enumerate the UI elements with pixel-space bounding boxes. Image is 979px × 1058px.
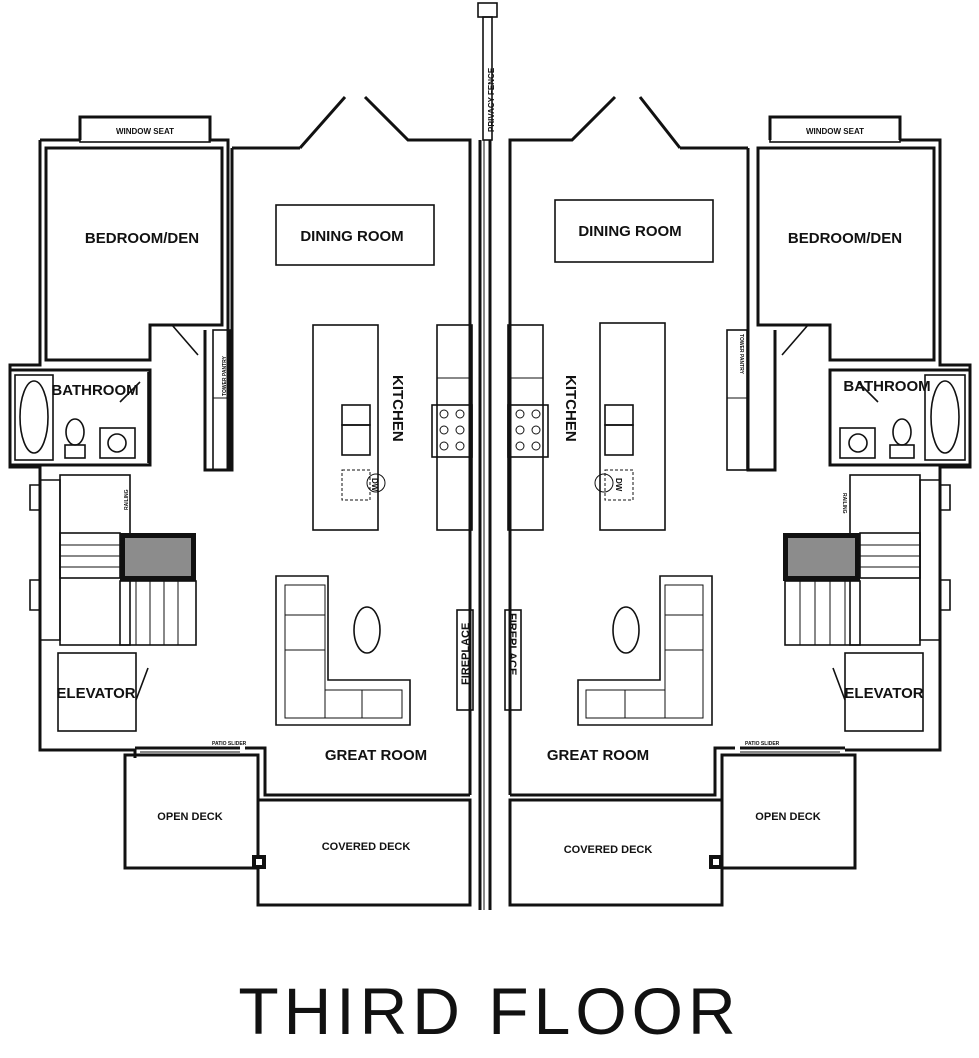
privacy-fence-label: PRIVACY FENCE <box>487 67 496 132</box>
dw-label: DW <box>370 478 379 492</box>
covered-deck-label-right: COVERED DECK <box>564 844 653 856</box>
tower-pantry-label-right: TOWER PANTRY <box>738 334 744 375</box>
railing-label-right: RAILING <box>841 493 847 514</box>
bedroom-den-label: BEDROOM/DEN <box>85 230 199 247</box>
patio-slider-label-right: PATIO SLIDER <box>745 741 780 747</box>
kitchen-counter-right <box>507 324 544 531</box>
fireplace-label-right: FIREPLACE <box>506 613 518 675</box>
floor-title: THIRD FLOOR <box>238 974 741 1048</box>
tower-pantry-right <box>726 329 748 471</box>
sectional-sofa-right <box>577 575 713 726</box>
coffee-table <box>353 606 381 654</box>
tower-pantry <box>212 329 231 471</box>
party-wall <box>478 140 492 910</box>
fireplace <box>456 609 474 711</box>
covered-deck-right <box>508 798 724 907</box>
dining-room-right <box>554 199 714 263</box>
bathroom-label: BATHROOM <box>51 382 138 399</box>
patio-slider-label: PATIO SLIDER <box>212 741 247 747</box>
privacy-fence: PRIVACY FENCE <box>477 2 498 141</box>
dining-room <box>275 204 435 266</box>
dining-room-label: DINING ROOM <box>300 228 403 245</box>
covered-deck <box>256 798 472 907</box>
open-deck-label-right: OPEN DECK <box>755 811 820 823</box>
kitchen-counter <box>436 324 473 531</box>
covered-deck-label: COVERED DECK <box>322 841 411 853</box>
railing-label: RAILING <box>124 489 130 510</box>
dining-room-label-right: DINING ROOM <box>578 223 681 240</box>
tower-pantry-label: TOWER PANTRY <box>222 355 228 396</box>
kitchen-label-right: KITCHEN <box>562 375 579 442</box>
kitchen-island <box>312 324 379 531</box>
open-deck-label: OPEN DECK <box>157 811 222 823</box>
kitchen-island-right <box>599 322 666 531</box>
great-room-label: GREAT ROOM <box>325 747 427 764</box>
stair-landing <box>125 538 191 576</box>
fireplace-label: FIREPLACE <box>460 623 472 685</box>
window-seat-right <box>769 116 901 143</box>
sectional-sofa <box>275 575 411 726</box>
dw-label-right: DW <box>614 478 623 492</box>
elevator <box>57 652 137 732</box>
great-room-label-right: GREAT ROOM <box>547 747 649 764</box>
elevator-label-right: ELEVATOR <box>844 685 923 702</box>
elevator-label: ELEVATOR <box>56 685 135 702</box>
window-seat-label: WINDOW SEAT <box>116 127 174 136</box>
bedroom-den-label-right: BEDROOM/DEN <box>788 230 902 247</box>
kitchen-label: KITCHEN <box>389 375 406 442</box>
fireplace-right <box>504 609 522 711</box>
right-unit: WINDOW SEAT BEDROOM/DEN TOWER PANTRY BAT… <box>504 95 972 907</box>
stair-landing-right <box>788 538 855 576</box>
bathroom-label-right: BATHROOM <box>843 378 930 395</box>
elevator-right <box>844 652 924 732</box>
window-seat <box>79 116 211 143</box>
window-seat-label-right: WINDOW SEAT <box>806 127 864 136</box>
coffee-table-right <box>612 606 640 654</box>
left-unit: WINDOW SEAT BEDROOM/DEN TOWER PANTRY BAT… <box>8 95 474 907</box>
